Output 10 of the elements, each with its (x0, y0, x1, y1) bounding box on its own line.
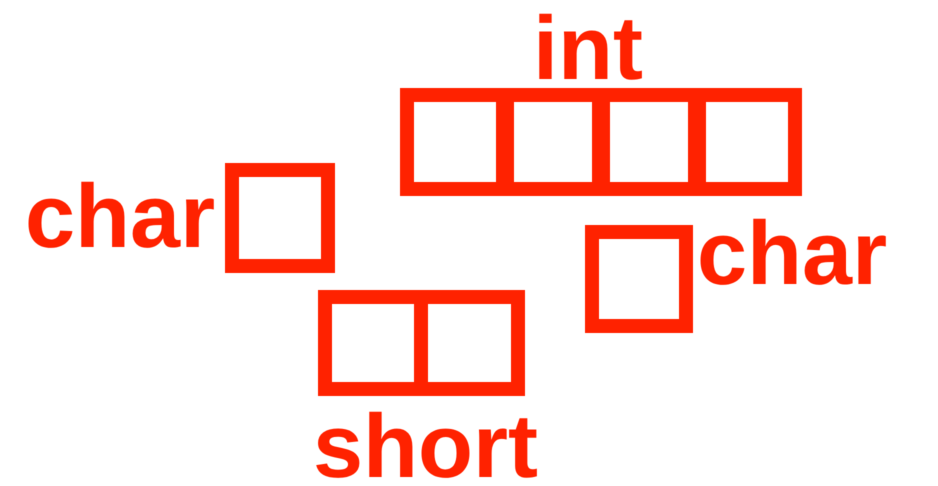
byte-cell (496, 88, 610, 196)
byte-cell (688, 88, 802, 196)
byte-cell (225, 163, 335, 273)
type-label: int (533, 4, 643, 94)
type-label: short (313, 402, 538, 486)
byte-cell (400, 88, 514, 196)
type-label: char (25, 172, 216, 262)
byte-cell (592, 88, 706, 196)
type-label: char (697, 209, 888, 299)
byte-cell (585, 225, 693, 333)
